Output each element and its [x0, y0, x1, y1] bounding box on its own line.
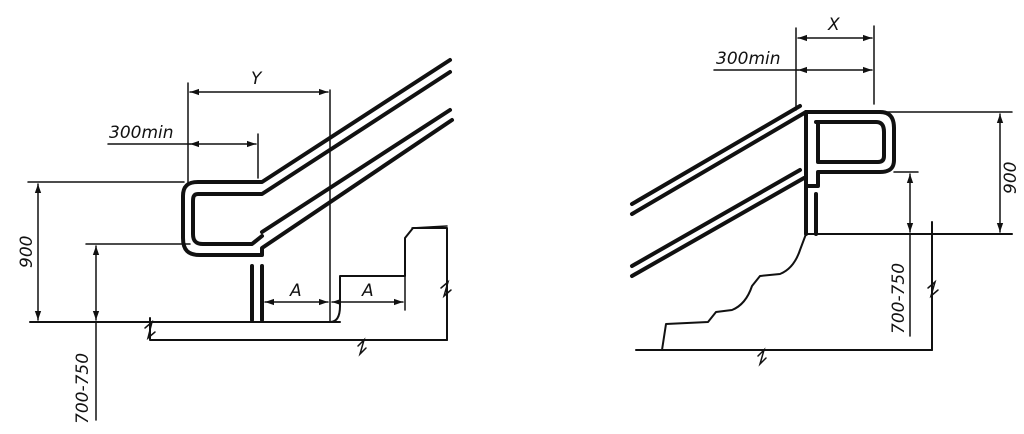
left-break-mark-2: [357, 337, 367, 357]
right-break-mark-1: [757, 347, 767, 367]
right-range-label: 700-750: [889, 263, 909, 334]
left-lower-handrail: [181, 58, 454, 257]
left-a1-label: A: [289, 281, 302, 301]
right-view-top-of-stair: X 300min 900 700-750: [630, 15, 1021, 367]
left-a2-label: A: [361, 281, 374, 301]
right-stair-profile: [661, 233, 807, 351]
right-upper-handrail-inner: [630, 104, 886, 206]
right-post: [804, 110, 818, 236]
left-stair-profile: [329, 227, 448, 341]
left-stair-riser-2: [411, 225, 448, 229]
left-break-mark-1: [144, 319, 156, 341]
right-lower-handrail: [630, 168, 806, 278]
left-900-label: 900: [17, 236, 37, 268]
right-900-label: 900: [1001, 162, 1021, 194]
right-min-label: 300min: [716, 49, 781, 69]
left-upper-handrail: [191, 70, 452, 246]
right-x-label: X: [827, 15, 840, 35]
left-lower-rail-edge: [260, 108, 452, 234]
left-min-label: 300min: [109, 123, 174, 143]
left-post: [250, 264, 264, 322]
left-view-bottom-of-stair: Y 300min A A 900 700-750: [17, 58, 454, 424]
left-y-label: Y: [251, 69, 263, 89]
left-range-label: 700-750: [73, 353, 93, 424]
left-floor-break: [149, 317, 448, 341]
